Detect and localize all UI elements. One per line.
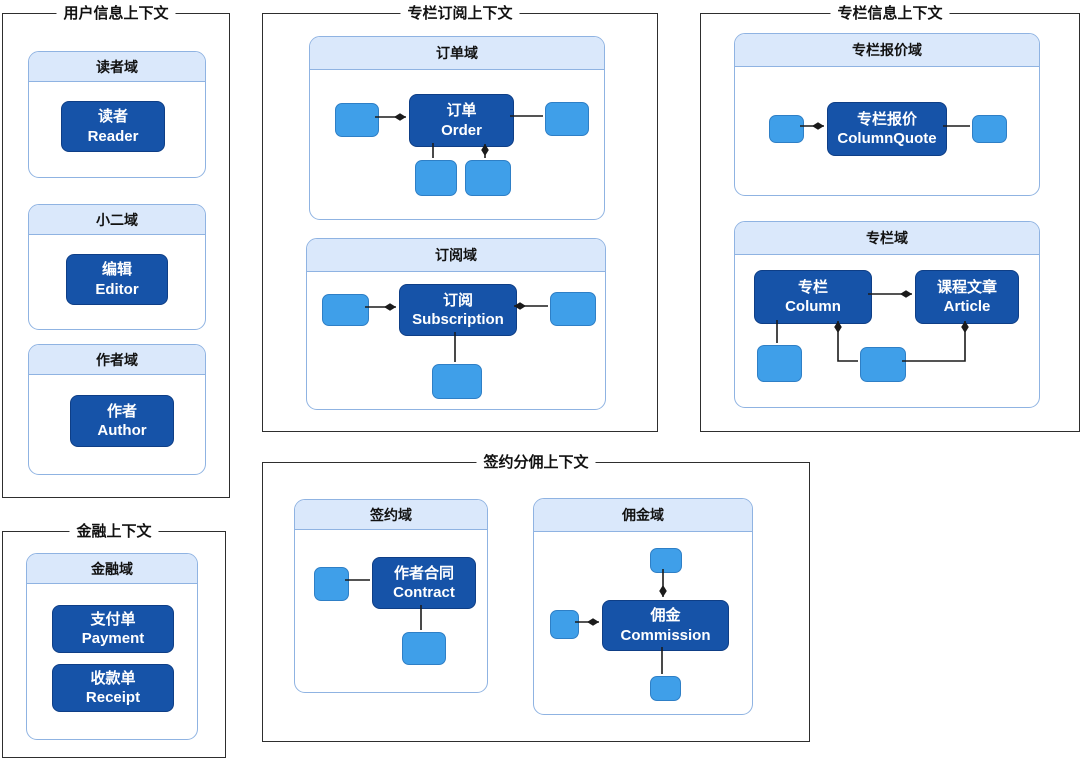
domain-editor-title: 小二域 bbox=[96, 211, 138, 228]
entity-column: 专栏 Column bbox=[754, 270, 872, 324]
entity-author: 作者 Author bbox=[70, 395, 174, 447]
entity-subscription-zh: 订阅 bbox=[442, 291, 473, 309]
domain-subscription-header: 订阅域 bbox=[307, 239, 605, 272]
domain-reader: 读者域 读者 Reader bbox=[28, 51, 206, 178]
domain-contract: 签约域 作者合同 Contract bbox=[294, 499, 488, 693]
value-object-order-left bbox=[335, 103, 379, 137]
value-object-order-bottom-left bbox=[415, 160, 457, 196]
entity-column-quote: 专栏报价 ColumnQuote bbox=[827, 102, 947, 156]
context-column-info: 专栏信息上下文 专栏报价域 专栏报价 ColumnQuote 专栏域 专栏 Co… bbox=[700, 3, 1080, 432]
domain-author-title: 作者域 bbox=[96, 351, 138, 368]
entity-editor-en: Editor bbox=[95, 280, 139, 298]
domain-column-quote: 专栏报价域 专栏报价 ColumnQuote bbox=[734, 33, 1040, 196]
entity-receipt-en: Receipt bbox=[85, 689, 141, 706]
domain-editor-header: 小二域 bbox=[29, 205, 205, 235]
entity-reader-zh: 读者 bbox=[97, 108, 128, 125]
entity-column-quote-en: ColumnQuote bbox=[837, 130, 937, 147]
value-object-contract-left bbox=[314, 567, 349, 601]
value-object-commission-bottom bbox=[650, 676, 681, 701]
context-finance: 金融上下文 金融域 支付单 Payment 收款单 Receipt bbox=[2, 521, 226, 758]
entity-subscription: 订阅 Subscription bbox=[399, 284, 517, 336]
context-column-info-title: 专栏信息上下文 bbox=[830, 3, 950, 24]
domain-editor: 小二域 编辑 Editor bbox=[28, 204, 206, 330]
domain-reader-header: 读者域 bbox=[29, 52, 205, 82]
domain-column-title: 专栏域 bbox=[866, 230, 908, 246]
value-object-order-bottom-right bbox=[465, 160, 511, 196]
entity-order-zh: 订单 bbox=[446, 102, 477, 119]
domain-reader-title: 读者域 bbox=[96, 58, 138, 75]
value-object-subscription-left bbox=[322, 294, 369, 326]
context-contract-commission-title: 签约分佣上下文 bbox=[476, 452, 596, 473]
entity-reader-en: Reader bbox=[87, 127, 139, 145]
value-object-subscription-right bbox=[550, 292, 596, 326]
entity-receipt: 收款单 Receipt bbox=[52, 664, 174, 712]
domain-order: 订单域 订单 Order bbox=[309, 36, 605, 220]
entity-contract-en: Contract bbox=[393, 584, 455, 601]
value-object-commission-left bbox=[550, 610, 579, 639]
domain-subscription: 订阅域 订阅 Subscription bbox=[306, 238, 606, 410]
entity-order-en: Order bbox=[441, 121, 482, 139]
entity-payment-zh: 支付单 bbox=[90, 610, 136, 628]
entity-editor: 编辑 Editor bbox=[66, 254, 168, 305]
entity-commission-zh: 佣金 bbox=[650, 607, 681, 624]
domain-commission-title: 佣金域 bbox=[622, 507, 664, 523]
entity-contract-zh: 作者合同 bbox=[393, 564, 454, 582]
context-column-subscription-title: 专栏订阅上下文 bbox=[400, 3, 520, 24]
entity-payment-en: Payment bbox=[81, 630, 145, 647]
entity-reader: 读者 Reader bbox=[61, 101, 165, 152]
value-object-quote-left bbox=[769, 115, 804, 143]
entity-author-en: Author bbox=[97, 422, 147, 439]
value-object-commission-top bbox=[650, 548, 682, 573]
entity-column-zh: 专栏 bbox=[797, 278, 828, 296]
domain-contract-title: 签约域 bbox=[370, 506, 412, 523]
value-object-order-right bbox=[545, 102, 589, 136]
value-object-column-bottom bbox=[757, 345, 802, 382]
entity-commission: 佣金 Commission bbox=[602, 600, 729, 651]
domain-commission: 佣金域 佣金 Commission bbox=[533, 498, 753, 715]
entity-article-zh: 课程文章 bbox=[936, 278, 997, 296]
value-object-subscription-bottom bbox=[432, 364, 482, 399]
domain-contract-header: 签约域 bbox=[295, 500, 487, 530]
domain-column-quote-header: 专栏报价域 bbox=[735, 34, 1039, 67]
entity-editor-zh: 编辑 bbox=[101, 261, 132, 278]
entity-payment: 支付单 Payment bbox=[52, 605, 174, 653]
domain-author: 作者域 作者 Author bbox=[28, 344, 206, 475]
entity-contract: 作者合同 Contract bbox=[372, 557, 476, 609]
entity-order: 订单 Order bbox=[409, 94, 514, 147]
entity-column-en: Column bbox=[785, 298, 841, 315]
domain-finance: 金融域 支付单 Payment 收款单 Receipt bbox=[26, 553, 198, 740]
domain-column-header: 专栏域 bbox=[735, 222, 1039, 255]
domain-commission-header: 佣金域 bbox=[534, 499, 752, 532]
context-finance-title: 金融上下文 bbox=[69, 521, 159, 542]
entity-article-en: Article bbox=[943, 298, 991, 315]
domain-column-quote-title: 专栏报价域 bbox=[852, 42, 922, 58]
entity-article: 课程文章 Article bbox=[915, 270, 1019, 324]
context-column-subscription: 专栏订阅上下文 订单域 订单 Order 订阅域 订阅 Subscription bbox=[262, 3, 658, 432]
domain-author-header: 作者域 bbox=[29, 345, 205, 375]
value-object-contract-bottom bbox=[402, 632, 446, 665]
domain-subscription-title: 订阅域 bbox=[435, 247, 477, 263]
entity-receipt-zh: 收款单 bbox=[90, 669, 136, 687]
entity-author-zh: 作者 bbox=[106, 402, 137, 420]
domain-finance-header: 金融域 bbox=[27, 554, 197, 584]
context-user-info: 用户信息上下文 读者域 读者 Reader 小二域 编辑 Editor 作者域 bbox=[2, 3, 230, 498]
entity-commission-en: Commission bbox=[620, 626, 711, 644]
domain-finance-title: 金融域 bbox=[91, 560, 133, 577]
context-user-info-title: 用户信息上下文 bbox=[56, 3, 176, 24]
domain-order-header: 订单域 bbox=[310, 37, 604, 70]
domain-column: 专栏域 专栏 Column 课程文章 Article bbox=[734, 221, 1040, 408]
domain-order-title: 订单域 bbox=[436, 45, 478, 61]
value-object-quote-right bbox=[972, 115, 1007, 143]
context-contract-commission: 签约分佣上下文 签约域 作者合同 Contract 佣金域 佣金 Commiss… bbox=[262, 452, 810, 742]
entity-column-quote-zh: 专栏报价 bbox=[856, 110, 917, 128]
value-object-column-article-shared bbox=[860, 347, 906, 382]
entity-subscription-en: Subscription bbox=[412, 311, 504, 328]
